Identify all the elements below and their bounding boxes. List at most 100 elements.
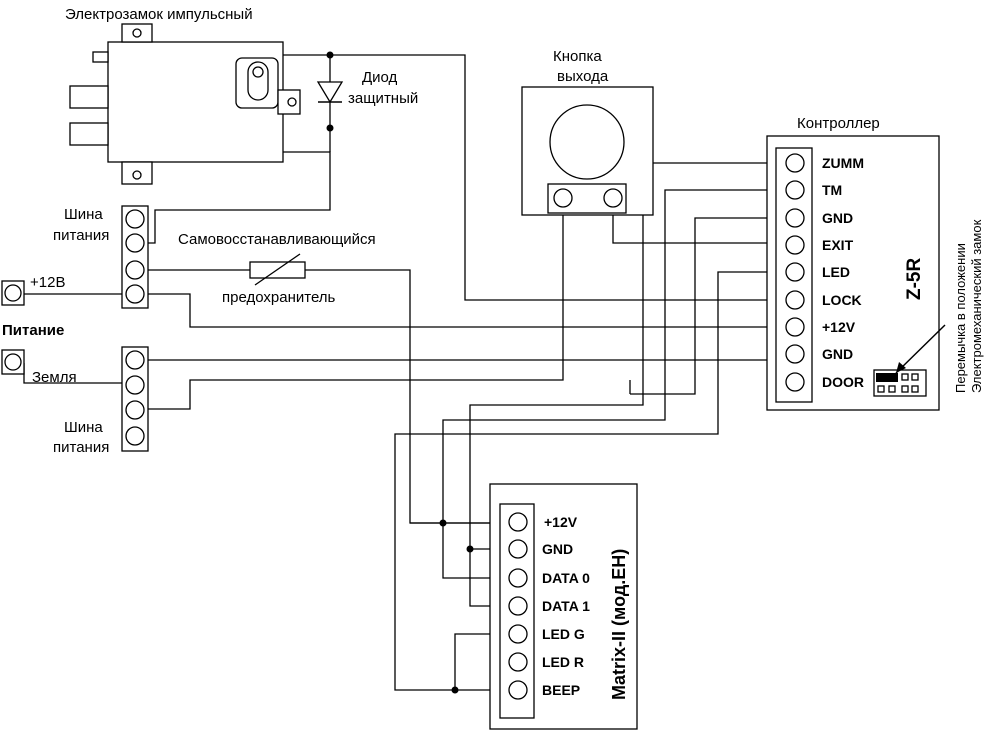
wire-zumm-to-data1 — [469, 162, 783, 607]
lock-bottom-screw — [132, 170, 142, 180]
keyhole-hole — [252, 66, 264, 78]
wire-ledg-to-beep — [454, 633, 500, 690]
wires — [23, 54, 783, 691]
reader: +12V GND DATA 0 DATA 1 LED G LED R BEEP … — [489, 483, 638, 730]
jumper-note-1: Перемычка в положении — [953, 243, 968, 393]
bus-top-terminal — [125, 284, 145, 304]
wire-fuse-line — [145, 269, 500, 524]
reader-pin-label: DATA 0 — [542, 570, 590, 586]
controller-pin-label: GND — [822, 346, 853, 362]
junction-dot — [451, 686, 459, 694]
reader-terminal-12v — [508, 512, 528, 532]
bus-top-terminal — [125, 209, 145, 229]
controller: Контроллер ZUMM TM GND EXIT LED LOCK +12… — [766, 115, 984, 411]
bus-bottom-terminal — [125, 400, 145, 420]
reader-pin-label: GND — [542, 541, 573, 557]
button-contact-left — [553, 188, 573, 208]
power-plus-label: +12В — [30, 274, 65, 291]
bus-top-terminal — [125, 233, 145, 253]
power-bus-bottom: Шина питания — [53, 346, 149, 456]
bus-bottom-label-2: питания — [53, 439, 109, 456]
lock-bolt-top — [69, 85, 109, 109]
reader-terminal-data1 — [508, 596, 528, 616]
terminal-zumm — [785, 153, 805, 173]
controller-pin-label: TM — [822, 182, 842, 198]
controller-pin-label: DOOR — [822, 374, 864, 390]
terminal-lock — [785, 290, 805, 310]
button-knob-icon — [549, 104, 625, 180]
terminal-door — [785, 372, 805, 392]
exit-button: Кнопка выхода — [521, 48, 654, 216]
reader-model: Matrix-II (мод.ЕН) — [609, 549, 629, 700]
wire-tm-to-data0 — [442, 189, 783, 579]
bus-top-terminal — [125, 260, 145, 280]
power-ground-screw — [4, 353, 22, 371]
bus-bottom-terminal — [125, 426, 145, 446]
jumper-pin — [911, 385, 919, 393]
reader-terminal-beep — [508, 680, 528, 700]
button-title-2: выхода — [557, 68, 609, 85]
terminal-gnd-1 — [785, 208, 805, 228]
terminal-tm — [785, 180, 805, 200]
jumper-arrow-line — [895, 324, 946, 374]
wire-button-to-exit — [612, 210, 783, 244]
jumper-pin — [877, 385, 885, 393]
controller-pin-label: LOCK — [822, 292, 862, 308]
fuse-label-2: предохранитель — [222, 289, 336, 306]
terminal-exit — [785, 235, 805, 255]
power-input: +12В Питание Земля — [1, 274, 77, 386]
power-bus-top: Шина питания — [53, 205, 149, 309]
resettable-fuse: Самовосстанавливающийся предохранитель — [178, 231, 376, 306]
power-ground-label: Земля — [32, 369, 77, 386]
reader-pin-label: BEEP — [542, 682, 580, 698]
jumper-pin — [901, 373, 909, 381]
bus-bottom-terminal — [125, 375, 145, 395]
reader-terminal-ledg — [508, 624, 528, 644]
terminal-gnd-2 — [785, 344, 805, 364]
controller-pin-label: EXIT — [822, 237, 854, 253]
junction-dot — [466, 545, 474, 553]
diode-label-2: защитный — [348, 90, 418, 107]
junction-dot — [326, 51, 334, 59]
jumper-pin — [901, 385, 909, 393]
diode-label-1: Диод — [362, 69, 398, 86]
wire-diode-to-bus — [145, 151, 331, 244]
controller-pin-label: GND — [822, 210, 853, 226]
junction-dot — [439, 519, 447, 527]
wire-bus-to-controller-12v — [145, 293, 783, 328]
bus-bottom-terminal — [125, 350, 145, 370]
reader-terminal-gnd — [508, 539, 528, 559]
jumper-cap — [876, 373, 898, 382]
lock-latch — [92, 51, 109, 63]
reader-pin-label: LED R — [542, 654, 584, 670]
jumper-block — [873, 369, 927, 397]
controller-terminals — [785, 153, 805, 392]
controller-pin-labels: ZUMM TM GND EXIT LED LOCK +12V GND DOOR — [822, 155, 864, 390]
diode-icon — [316, 81, 344, 104]
lock-side-screw — [287, 97, 297, 107]
power-plus-screw — [4, 284, 22, 302]
fuse-slash — [254, 253, 301, 286]
jumper-arrow-head — [896, 362, 906, 373]
electric-lock: Электрозамок импульсный — [65, 6, 301, 185]
lock-bolt-bottom — [69, 122, 109, 146]
jumper-pin — [888, 385, 896, 393]
reader-pin-label: +12V — [544, 514, 578, 530]
wire-bus-to-button — [145, 210, 564, 410]
reader-pin-label: LED G — [542, 626, 585, 642]
wire-led-to-ledg — [394, 271, 783, 691]
junctions — [326, 51, 474, 694]
terminal-12v — [785, 317, 805, 337]
bus-top-label-2: питания — [53, 227, 109, 244]
button-contact-right — [603, 188, 623, 208]
controller-title: Контроллер — [797, 115, 880, 132]
lock-top-screw — [132, 28, 142, 38]
jumper-pin — [911, 373, 919, 381]
power-title: Питание — [2, 322, 64, 339]
bus-top-label-1: Шина — [64, 206, 103, 223]
reader-terminal-ledr — [508, 652, 528, 672]
lock-title: Электрозамок импульсный — [65, 6, 253, 23]
button-title-1: Кнопка — [553, 48, 602, 65]
jumper-note-2: Электромеханический замок — [969, 219, 984, 393]
